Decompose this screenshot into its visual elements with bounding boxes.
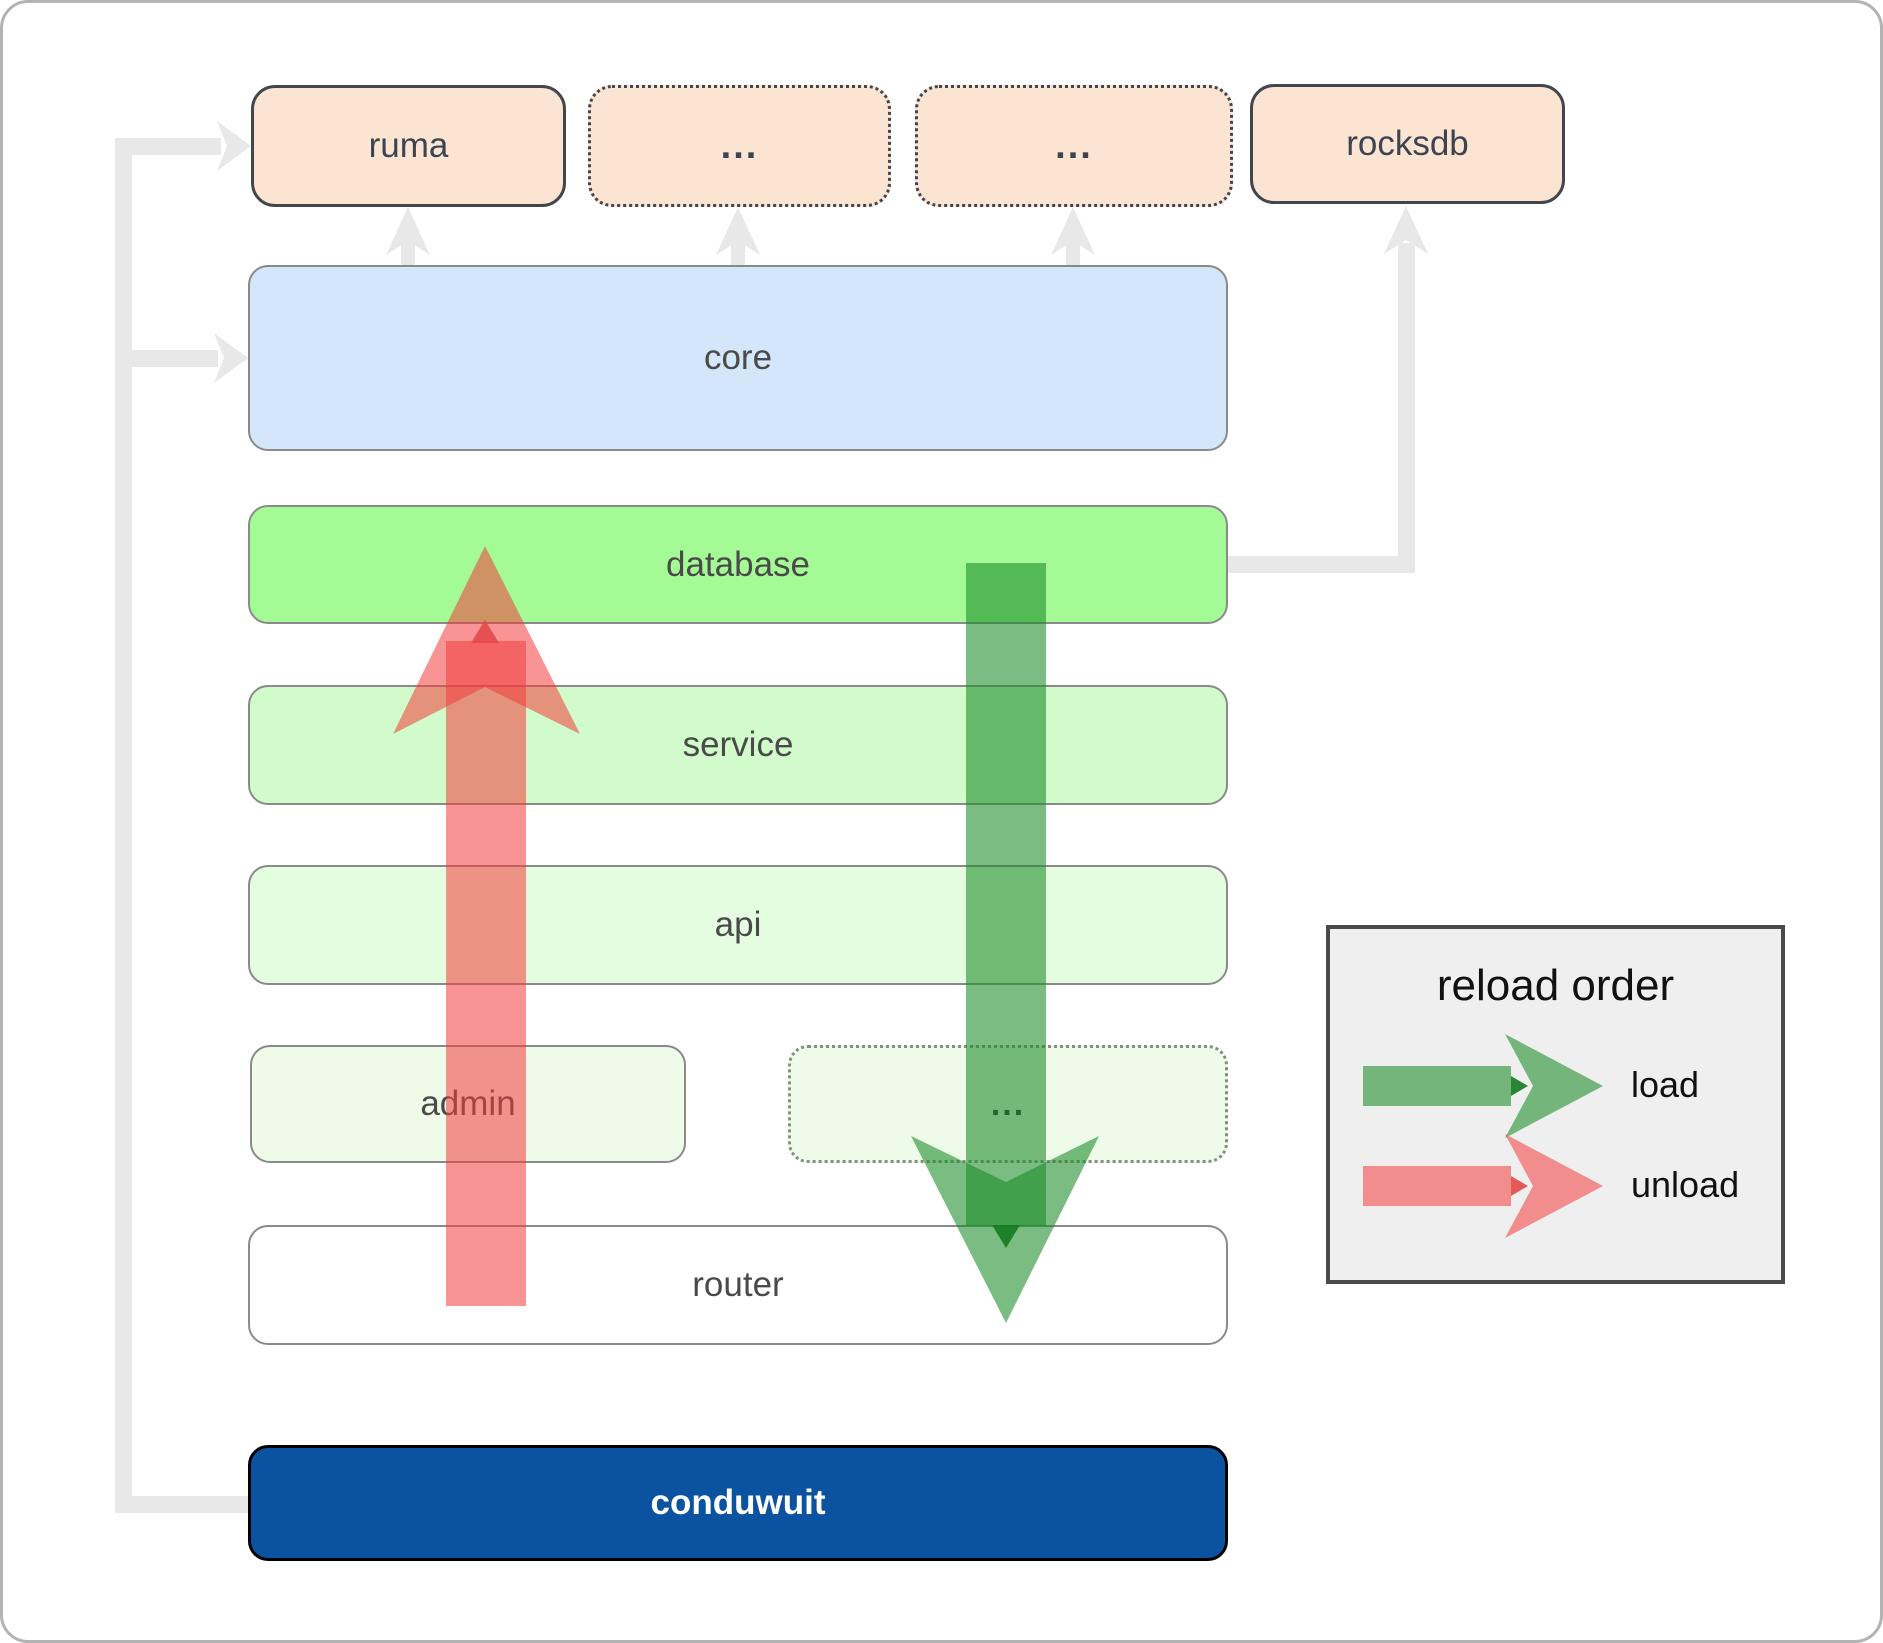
connector-core-to-deps: [386, 207, 1095, 265]
connector-db-vertical: [1398, 243, 1415, 573]
connector-core-dep1-shaft: [731, 239, 745, 265]
connector-conduwuit-to-deps: [115, 121, 251, 1513]
connector-database-rocksdb: [1228, 206, 1428, 573]
node-router-label: router: [692, 1265, 784, 1304]
connector-vertical-line: [115, 138, 132, 1513]
arrowhead-into-ruma: [217, 121, 251, 171]
node-database-label: database: [665, 544, 811, 584]
connector-core-segment: [115, 350, 218, 367]
connector-db-horizontal: [1228, 556, 1415, 573]
arrowhead-core-ruma: [386, 207, 430, 255]
node-conduwuit: conduwuit: [248, 1445, 1228, 1561]
node-admin: admin: [250, 1045, 686, 1163]
node-dependency-2-label: ...: [1055, 124, 1093, 167]
connector-ruma-segment: [115, 138, 221, 155]
node-more-services-label: ...: [990, 1084, 1026, 1123]
legend-unload-label: unload: [1631, 1164, 1740, 1205]
node-api-label: api: [714, 905, 762, 944]
node-dependency-2: ...: [915, 85, 1233, 207]
node-admin-label: admin: [420, 1084, 516, 1123]
node-dependency-1-label: ...: [720, 124, 759, 167]
node-ruma-label: ruma: [368, 126, 449, 165]
node-rocksdb: rocksdb: [1250, 84, 1565, 204]
arrowhead-core-dep1: [716, 207, 760, 255]
node-service-label: service: [682, 725, 794, 764]
arrowhead-into-core: [214, 333, 248, 383]
connector-core-dep2-shaft: [1066, 239, 1080, 265]
node-core-label: core: [703, 338, 773, 377]
node-database: database: [248, 505, 1228, 624]
node-core: core: [248, 265, 1228, 451]
node-service: service: [248, 685, 1228, 805]
connector-core-ruma-shaft: [401, 239, 415, 265]
node-router: router: [248, 1225, 1228, 1345]
node-api: api: [248, 865, 1228, 985]
node-rocksdb-label: rocksdb: [1346, 124, 1469, 163]
node-ruma: ruma: [251, 85, 566, 207]
node-conduwuit-label: conduwuit: [650, 1483, 826, 1522]
legend-title: reload order: [1436, 961, 1675, 1010]
connector-overlay: [115, 121, 1603, 1513]
connector-conduwuit-segment: [115, 1496, 248, 1513]
node-more-services: ...: [788, 1045, 1228, 1163]
legend-load-label: load: [1631, 1064, 1700, 1105]
node-dependency-1: ...: [588, 85, 891, 207]
arrowhead-into-rocksdb: [1384, 206, 1428, 254]
arrowhead-core-dep2: [1051, 207, 1095, 255]
